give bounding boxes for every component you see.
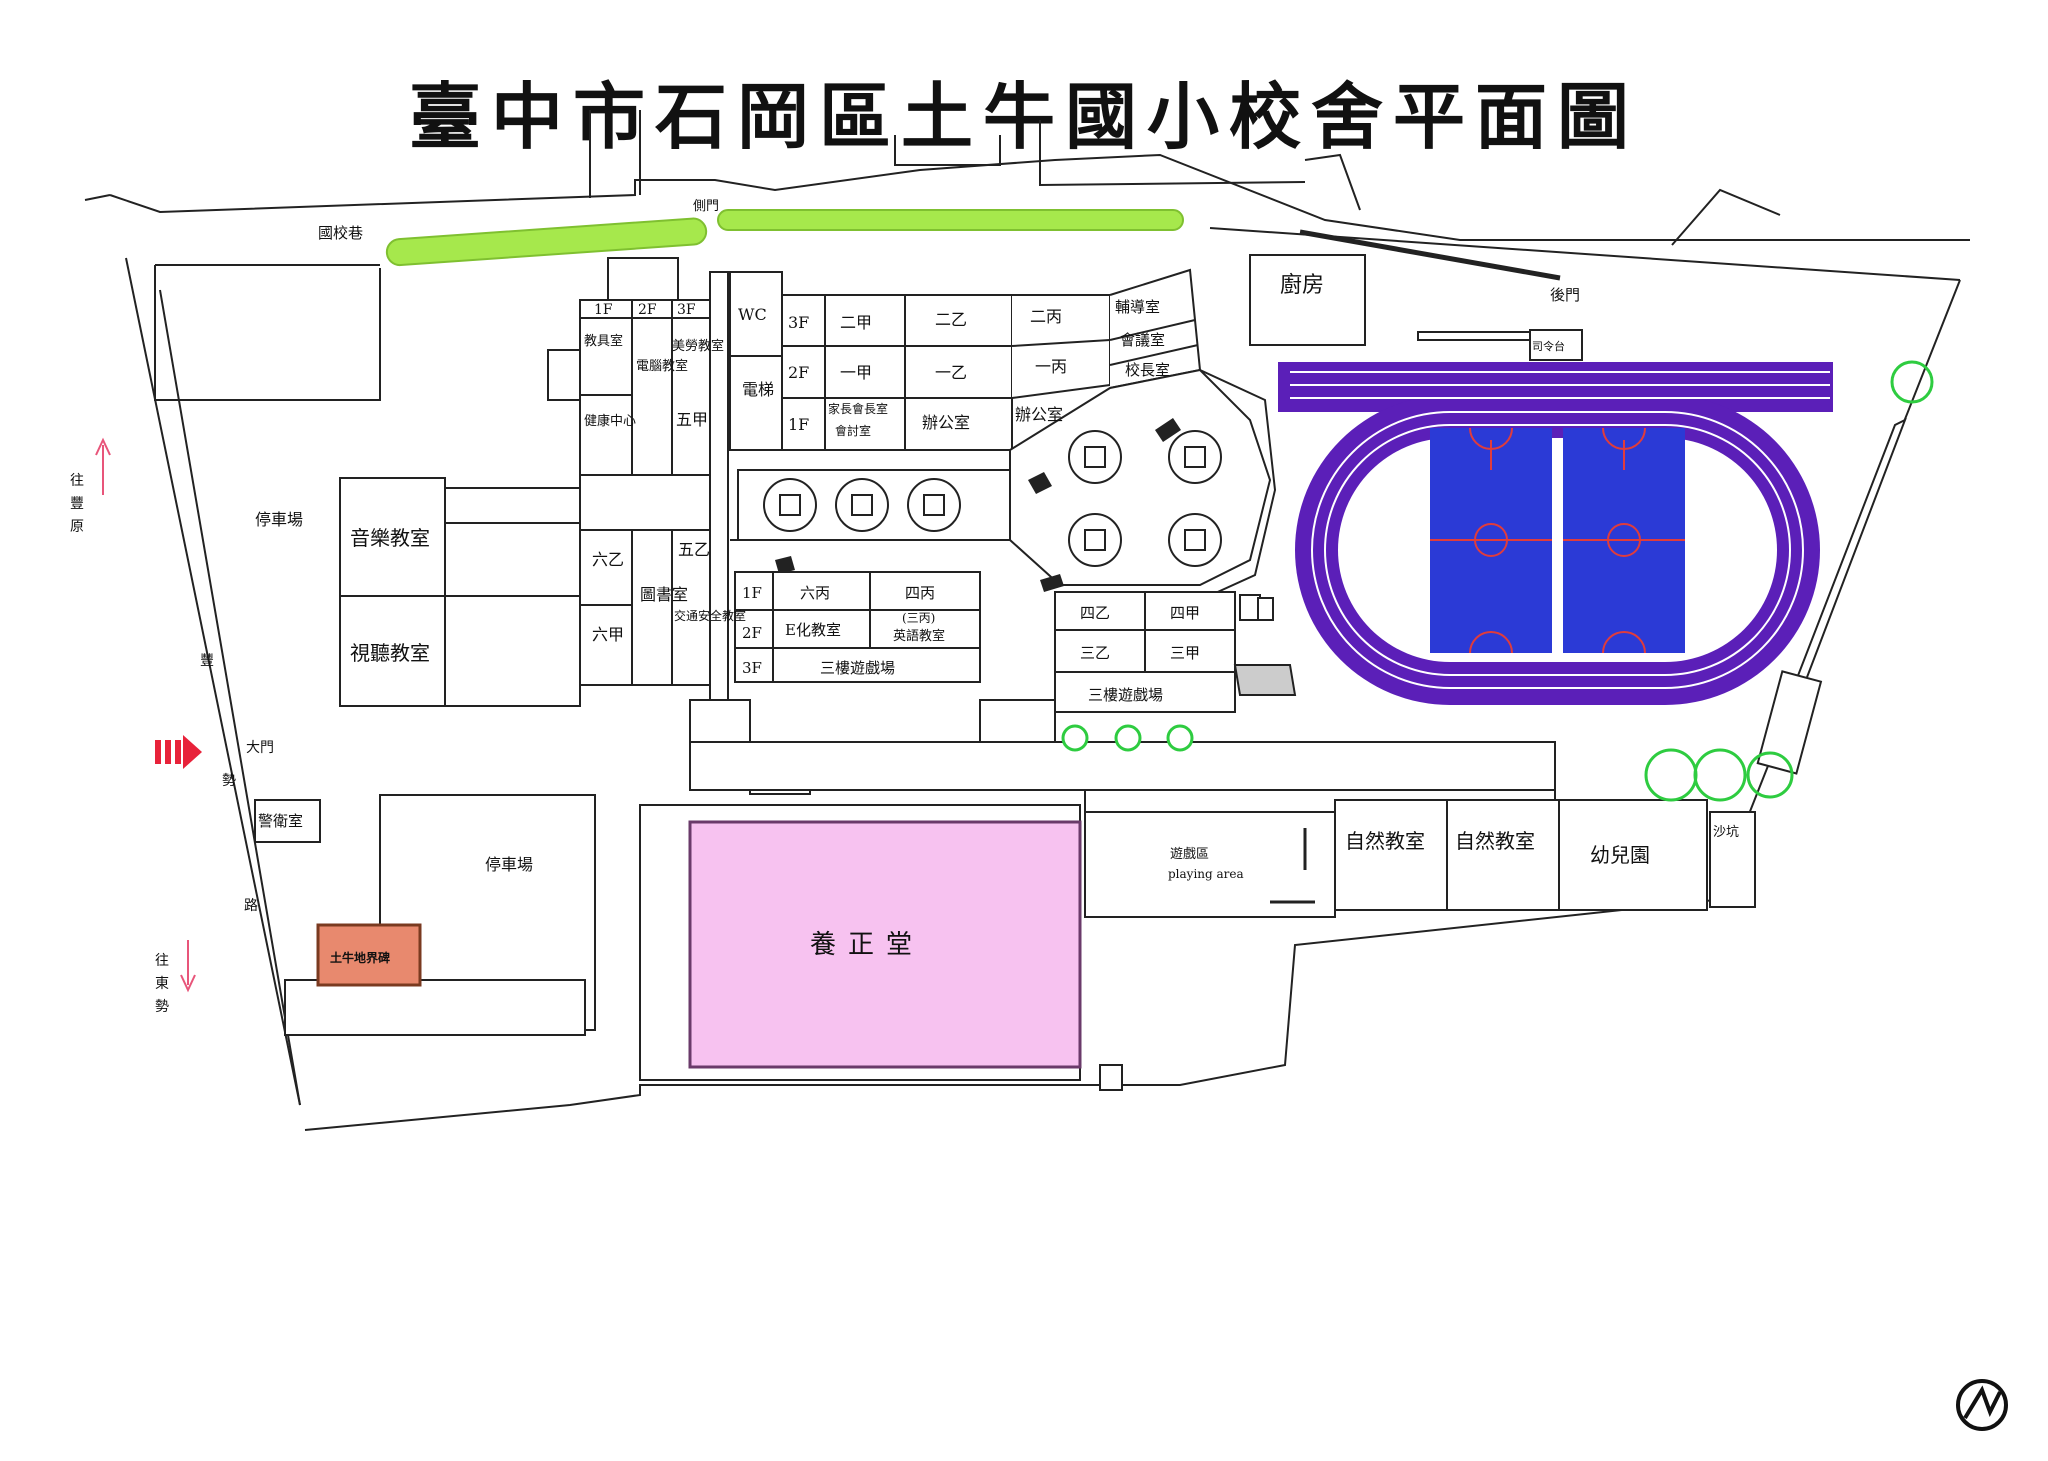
- label-south-3: 勢: [155, 999, 169, 1015]
- label-north-3: 原: [70, 519, 84, 535]
- label-discussion: 會討室: [835, 423, 871, 438]
- label-g5b: 五乙: [678, 540, 710, 559]
- label-kinder: 幼兒園: [1590, 843, 1650, 867]
- label-hall: 養正堂: [810, 930, 924, 960]
- label-sandpit: 沙坑: [1713, 825, 1739, 840]
- label-play-area-zh: 遊戲區: [1170, 847, 1209, 862]
- label-lane: 國校巷: [318, 224, 363, 242]
- label-side-gate: 側門: [693, 199, 719, 214]
- label-g4c: 四丙: [905, 584, 935, 602]
- label-g1c: 一丙: [1035, 357, 1067, 376]
- label-1f-south: 1F: [742, 584, 762, 602]
- label-parking-2: 停車場: [485, 855, 533, 874]
- label-office1: 辦公室: [922, 413, 970, 432]
- label-principal: 校長室: [1125, 361, 1170, 379]
- label-computer: 電腦教室: [636, 358, 688, 374]
- hedge-row: [385, 209, 1184, 267]
- label-commander: 司令台: [1532, 339, 1565, 353]
- label-1f-west: 1F: [594, 302, 613, 318]
- label-1f-north: 1F: [788, 415, 809, 434]
- label-g1b: 一乙: [935, 363, 967, 382]
- label-wc: WC: [738, 305, 767, 324]
- label-health: 健康中心: [584, 413, 636, 429]
- label-north-1: 往: [70, 473, 84, 489]
- label-counsel: 輔導室: [1115, 298, 1160, 316]
- label-g3b: 三乙: [1080, 644, 1110, 662]
- label-g6c: 六丙: [800, 584, 830, 602]
- label-parents: 家長會長室: [828, 401, 888, 416]
- label-3f-north: 3F: [788, 313, 809, 332]
- label-road-2: 勢: [222, 773, 236, 789]
- label-2f-west: 2F: [638, 302, 657, 318]
- label-3f-south: 3F: [742, 659, 762, 677]
- main-gate-arrow-icon: [155, 735, 202, 769]
- label-g5a: 五甲: [676, 410, 708, 429]
- columns: [763, 430, 1222, 567]
- label-traffic: 交通安全教室: [674, 608, 746, 623]
- label-road-3: 路: [244, 898, 258, 914]
- label-g4a: 四甲: [1170, 604, 1200, 622]
- label-e-class: E化教室: [785, 621, 841, 639]
- label-main-gate: 大門: [246, 740, 274, 756]
- label-play3f-b: 三樓遊戲場: [1088, 686, 1163, 704]
- label-music: 音樂教室: [350, 526, 430, 550]
- courts: [1430, 427, 1685, 654]
- label-art: 美勞教室: [672, 338, 724, 354]
- label-2f-north: 2F: [788, 363, 809, 382]
- label-g6b: 六乙: [592, 550, 624, 569]
- label-av: 視聽教室: [350, 641, 430, 665]
- label-g2c: 二丙: [1030, 307, 1062, 326]
- label-g3a: 三甲: [1170, 644, 1200, 662]
- trees: [1644, 360, 1934, 802]
- label-g4b: 四乙: [1080, 604, 1110, 622]
- label-3f-west: 3F: [677, 302, 696, 318]
- arrow-south-icon: [180, 940, 196, 993]
- label-library: 圖書室: [640, 585, 688, 604]
- label-meeting: 會議室: [1120, 331, 1165, 349]
- label-english: 英語教室: [893, 628, 945, 644]
- label-road-1: 豐: [200, 653, 214, 669]
- label-play-area-en: playing area: [1168, 867, 1244, 881]
- label-south-1: 往: [155, 953, 169, 969]
- label-teacher-tools: 教具室: [584, 333, 623, 349]
- arrow-north-icon: [95, 437, 111, 495]
- label-back-gate: 後門: [1550, 286, 1580, 304]
- label-monument: 土牛地界碑: [330, 950, 390, 965]
- label-g1a: 一甲: [840, 363, 872, 382]
- label-guard: 警衛室: [258, 812, 303, 830]
- running-track: [1278, 362, 1833, 705]
- label-g2a: 二甲: [840, 313, 872, 332]
- label-play3f: 三樓遊戲場: [820, 659, 895, 677]
- hall-fill: [688, 820, 1082, 1069]
- label-g2b: 二乙: [935, 310, 967, 329]
- label-north-2: 豐: [70, 496, 84, 512]
- label-parking-1: 停車場: [255, 510, 303, 529]
- label-office2: 辦公室: [1015, 405, 1063, 424]
- monument-fill: [316, 923, 422, 987]
- label-eng-note: (三丙): [902, 611, 935, 625]
- label-south-2: 東: [155, 976, 169, 992]
- label-g6a: 六甲: [592, 625, 624, 644]
- map-title: 臺中市石岡區土牛國小校舍平面圖: [408, 74, 1639, 159]
- label-science2: 自然教室: [1455, 829, 1535, 853]
- label-science1: 自然教室: [1345, 829, 1425, 853]
- label-elevator: 電梯: [742, 380, 774, 399]
- label-2f-south: 2F: [742, 624, 762, 642]
- label-kitchen: 廚房: [1280, 273, 1324, 298]
- compass-icon: [1956, 1379, 2008, 1431]
